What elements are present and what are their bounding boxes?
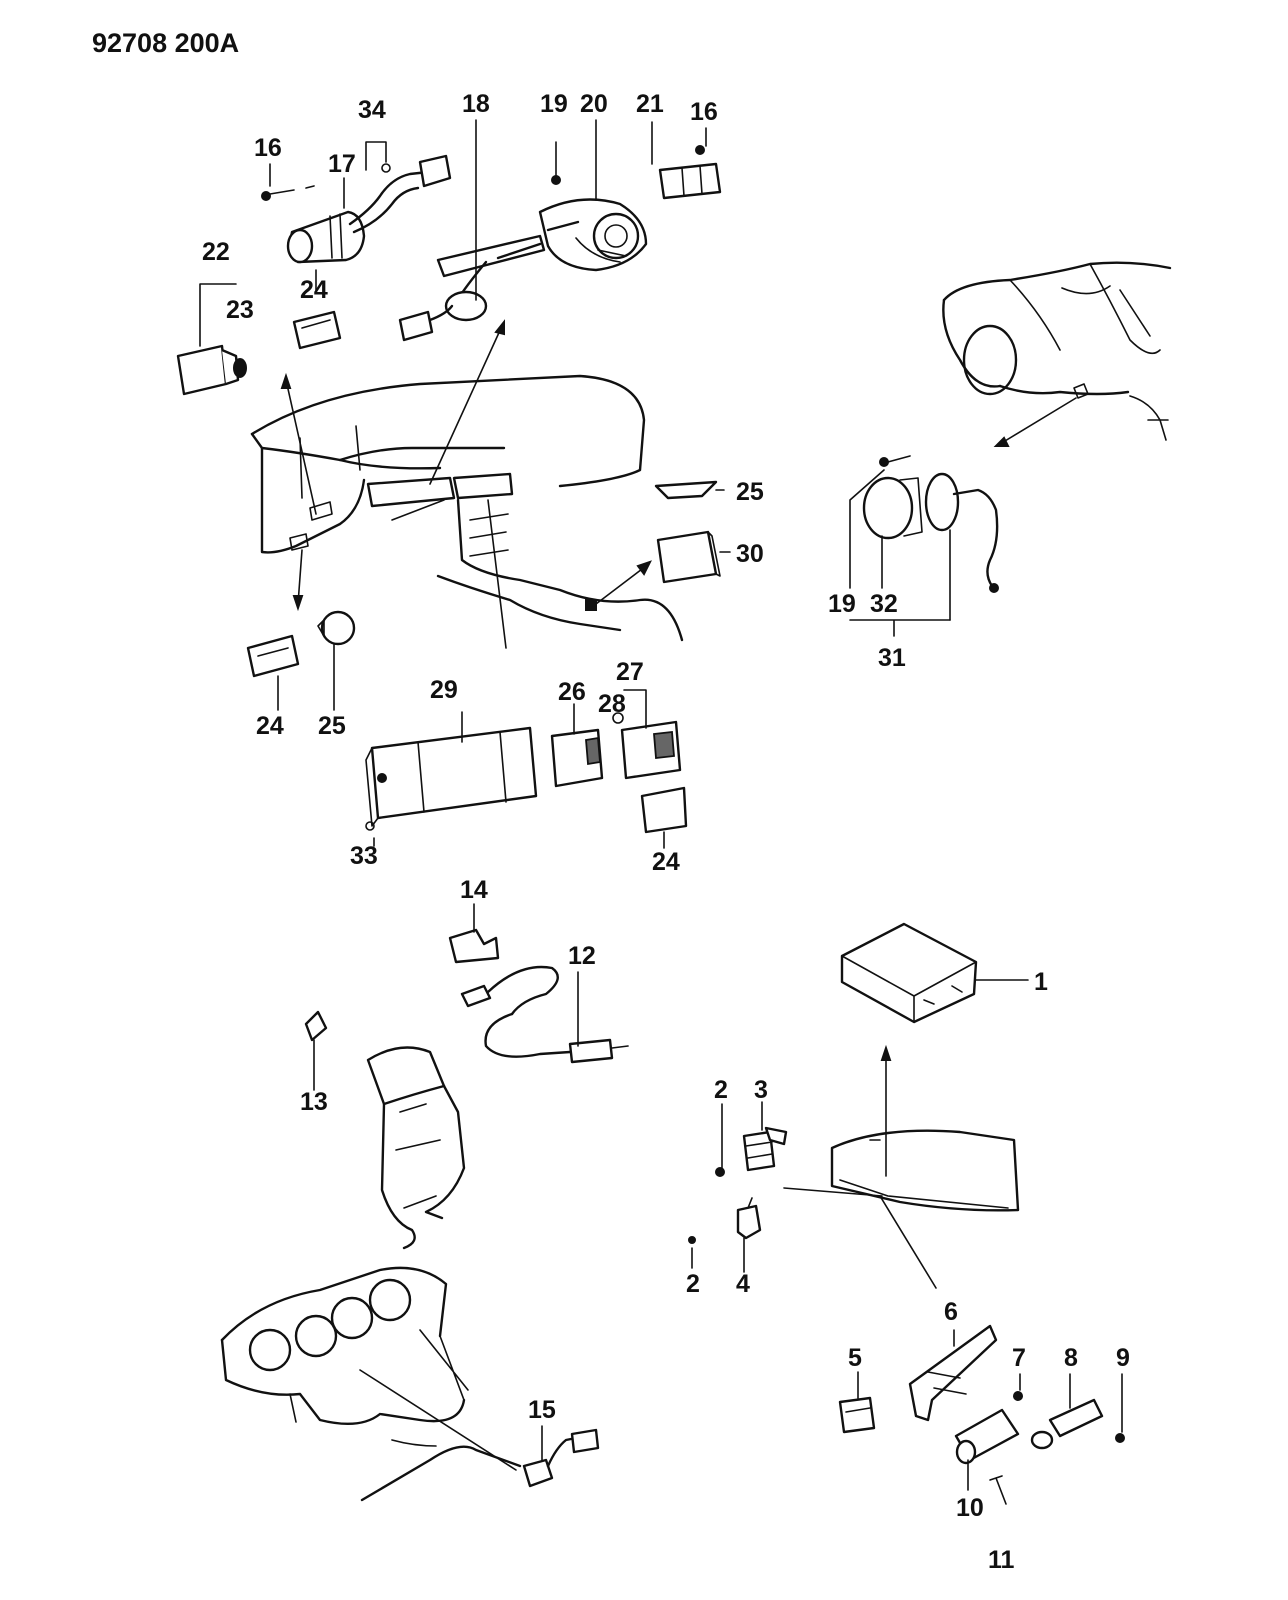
relay-30 xyxy=(656,530,718,584)
callout-32: 32 xyxy=(870,590,898,618)
bracket-34 xyxy=(365,141,387,171)
callout-26: 26 xyxy=(558,678,586,706)
callout-23: 23 xyxy=(226,296,254,324)
bracket-6-drawing xyxy=(908,1324,998,1422)
switch-24-bottom xyxy=(640,786,688,834)
drawing-code: 92708 200A xyxy=(92,28,239,58)
callout-25: 25 xyxy=(736,478,764,506)
bracket-14 xyxy=(448,928,500,964)
callout-19: 19 xyxy=(540,90,568,118)
callout-12: 12 xyxy=(568,942,596,970)
callout-28: 28 xyxy=(598,690,626,718)
fuel-lid-31-drawing xyxy=(849,455,999,637)
dashboard-drawing xyxy=(250,319,684,649)
callout-7: 7 xyxy=(1012,1344,1026,1372)
switch-24-left xyxy=(246,634,300,678)
callout-30: 30 xyxy=(736,540,764,568)
car-body-drawing xyxy=(942,261,1172,441)
column-switch-20-drawing xyxy=(398,198,648,342)
sensor-8-drawing xyxy=(1030,1373,1104,1450)
callout-11: 11 xyxy=(988,1546,1015,1574)
callout-8: 8 xyxy=(1064,1344,1078,1372)
callout-15: 15 xyxy=(528,1396,556,1424)
ecu-1-drawing xyxy=(783,922,1029,1289)
screw-2-upper xyxy=(715,1167,725,1177)
callout-33: 33 xyxy=(350,842,378,870)
sensor-15-drawing xyxy=(522,1425,600,1488)
callout-14: 14 xyxy=(460,876,488,904)
callout-24: 24 xyxy=(300,276,328,304)
callout-labels: 1 2 2 3 4 5 6 7 8 9 10 11 12 13 14 15 16… xyxy=(202,90,1130,1574)
switch-17-drawing xyxy=(261,154,452,264)
callout-18: 18 xyxy=(462,90,490,118)
callout-21: 21 xyxy=(636,90,664,118)
callout-5: 5 xyxy=(848,1344,862,1372)
switch-21-drawing xyxy=(658,145,722,200)
sensor-13 xyxy=(304,1010,328,1042)
knob-25-left xyxy=(320,610,356,646)
cover-25-right xyxy=(654,480,718,500)
callout-16: 16 xyxy=(690,98,718,126)
callout-2: 2 xyxy=(686,1270,700,1298)
plug-5 xyxy=(838,1396,876,1434)
screw-28 xyxy=(612,712,624,724)
callout-16: 16 xyxy=(254,134,282,162)
screw-33 xyxy=(365,821,375,831)
callout-1: 1 xyxy=(1034,968,1048,996)
screw-2-lower xyxy=(688,1236,696,1244)
oxygen-sensor-12-drawing xyxy=(460,965,629,1064)
callout-24: 24 xyxy=(652,848,680,876)
screw-7 xyxy=(1013,1391,1023,1401)
engine-block-drawing xyxy=(220,1046,522,1502)
callout-20: 20 xyxy=(580,90,608,118)
callout-29: 29 xyxy=(430,676,458,704)
switch-22-drawing xyxy=(176,283,247,396)
callout-34: 34 xyxy=(358,96,386,124)
callout-3: 3 xyxy=(754,1076,768,1104)
sensor-10-drawing xyxy=(954,1408,1020,1491)
callout-6: 6 xyxy=(944,1298,958,1326)
arrow-to-car xyxy=(999,397,1077,445)
leader-lines xyxy=(269,119,731,847)
callout-19: 19 xyxy=(828,590,856,618)
callout-25: 25 xyxy=(318,712,346,740)
screw-19-top xyxy=(551,175,561,185)
callout-31: 31 xyxy=(878,644,906,672)
callout-17: 17 xyxy=(328,150,356,178)
callout-27: 27 xyxy=(616,658,644,686)
callout-22: 22 xyxy=(202,238,230,266)
callout-2: 2 xyxy=(714,1076,728,1104)
callout-24: 24 xyxy=(256,712,284,740)
bolt-11 xyxy=(989,1475,1007,1505)
callout-10: 10 xyxy=(956,1494,984,1522)
switch-24-top xyxy=(292,310,342,350)
sensor-4 xyxy=(736,1204,762,1240)
gauge-cluster-29 xyxy=(365,711,538,827)
sensor-3-drawing xyxy=(742,1101,788,1172)
connector-34-pin xyxy=(381,163,391,173)
screw-9 xyxy=(1115,1433,1125,1443)
callout-9: 9 xyxy=(1116,1344,1130,1372)
callout-13: 13 xyxy=(300,1088,328,1116)
callout-4: 4 xyxy=(736,1270,750,1298)
